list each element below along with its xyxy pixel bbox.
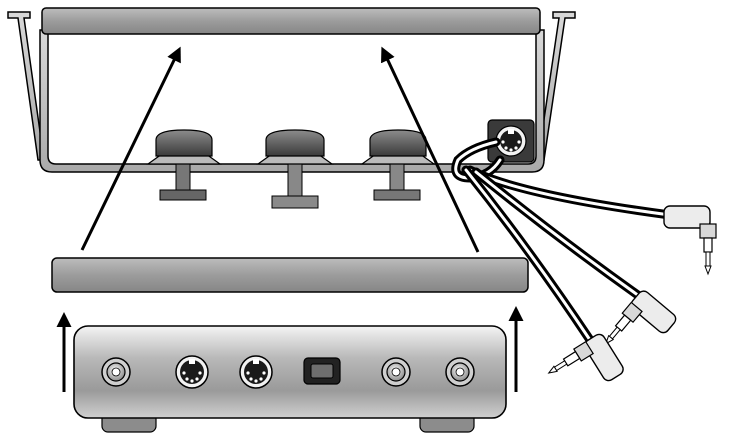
jack-plug-1 (663, 205, 717, 276)
cable-bundle (451, 137, 675, 345)
jack-socket-icon (381, 357, 411, 387)
jack-socket-icon (445, 357, 475, 387)
jack-plug-2 (604, 290, 677, 345)
pedal-housing (7, 7, 576, 173)
jack-socket-icon (101, 357, 131, 387)
assembly-arrows (56, 46, 524, 392)
arrow-up-left (80, 46, 181, 251)
housing-left-bracket (7, 11, 45, 161)
jack-plug-3 (547, 333, 624, 382)
din-socket-icon (239, 355, 273, 389)
arrow-up-right (381, 46, 480, 253)
housing-din-socket (487, 119, 535, 163)
pedal-center (256, 129, 334, 209)
rear-panel (73, 325, 507, 433)
pedal-left (146, 129, 222, 201)
housing-top-rail (41, 7, 541, 35)
base-plate (51, 257, 529, 293)
switch-icon (303, 357, 341, 385)
din-socket-icon (175, 355, 209, 389)
